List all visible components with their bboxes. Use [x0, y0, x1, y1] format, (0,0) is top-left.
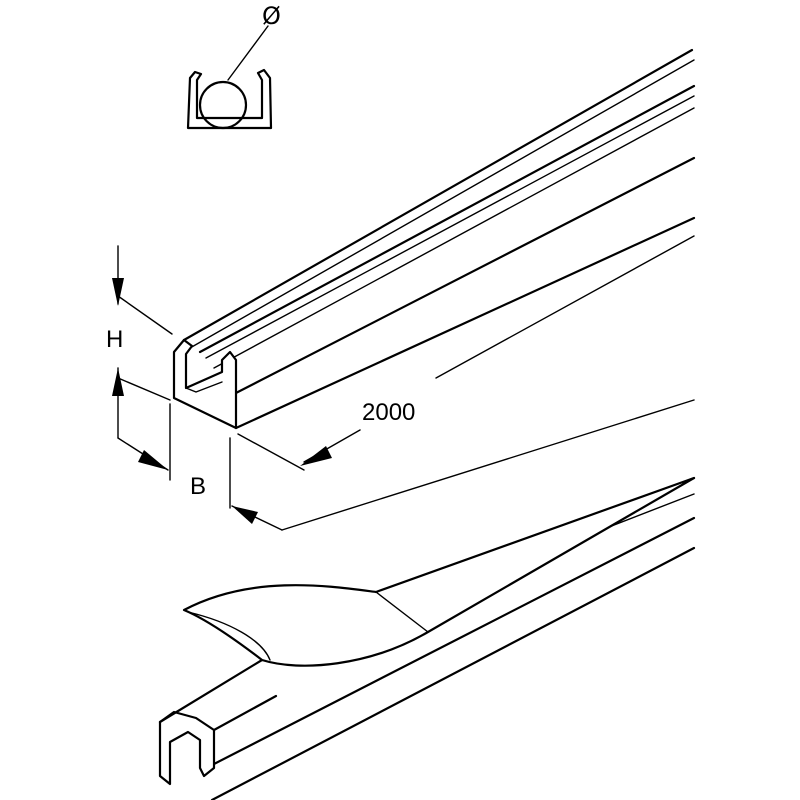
lower-profile-end-face [158, 710, 216, 786]
cross-section-inset: Ø [186, 2, 281, 130]
width-arrow-right [232, 506, 258, 524]
profile-section-outline [186, 68, 273, 130]
diameter-leader-line [227, 25, 269, 81]
width-dimension: B [117, 403, 283, 531]
height-label: H [106, 326, 123, 353]
height-dimension: H [106, 245, 173, 439]
lower-profile [158, 399, 696, 800]
length-label: 2000 [362, 399, 415, 426]
height-arrow-top [112, 278, 124, 306]
length-dimension: 2000 [237, 235, 695, 471]
width-arrow-left [138, 450, 168, 470]
diameter-symbol-label: Ø [262, 2, 281, 30]
width-label: B [190, 473, 206, 500]
height-arrow-bottom [112, 368, 124, 396]
cable-circle [198, 80, 248, 130]
adhesive-tape-strip [182, 476, 696, 667]
upper-profile [172, 48, 696, 430]
upper-profile-end-face [172, 338, 238, 430]
length-arrow [300, 446, 332, 466]
